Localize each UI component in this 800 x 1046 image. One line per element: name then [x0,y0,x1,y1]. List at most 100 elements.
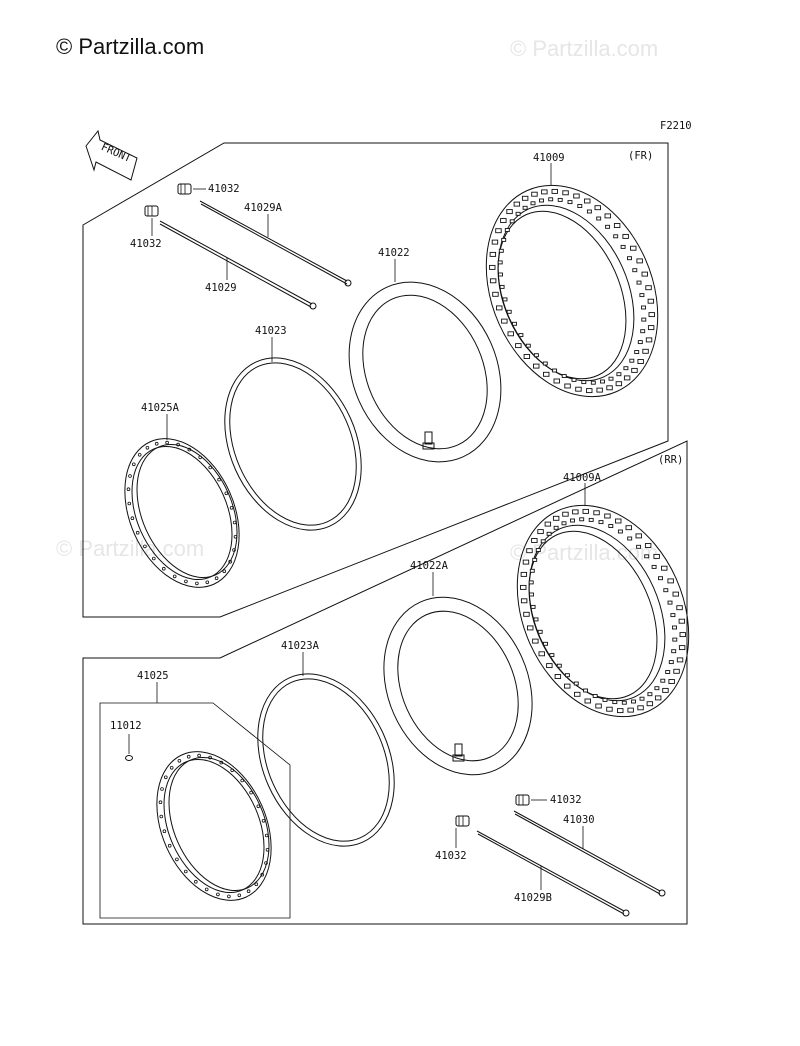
tread-block [584,698,591,704]
tread-block [646,701,654,707]
tread-block [660,678,666,683]
label-41032-c: 41032 [550,794,582,806]
nipple-11012 [125,755,133,761]
spoke-41029a [199,200,352,287]
tread-block [608,524,614,528]
tread-block [554,674,562,679]
tread-block [502,297,508,302]
tread-block [613,234,619,239]
tread-block [504,228,510,232]
rear-section-frame [82,440,688,925]
spoke-hole [167,843,172,848]
tread-block [573,681,579,686]
inner-tube-41022a [383,596,533,776]
tread-block [662,687,669,693]
valve-cap-41032-b [144,205,159,217]
tread-block [556,663,562,668]
spoke-hole [172,574,177,579]
tread-block [561,374,567,378]
tread-block [537,629,543,634]
spoke-hole [249,790,253,795]
spoke-hole [175,857,179,862]
tread-block [557,197,563,202]
tread-block [507,331,514,337]
spoke-hole [219,760,224,765]
tread-block [636,544,642,549]
tread-block [579,517,585,522]
tread-block [528,580,534,585]
spoke-hole [165,440,169,445]
valve-cap-41032-d [455,815,470,827]
spoke-hole [198,455,203,460]
spoke-hole [162,566,166,571]
spoke-hole [135,530,140,535]
copyright-text: © Partzilla.com [56,34,205,59]
tread-block [627,536,633,541]
spoke-hole [177,758,182,763]
tread-block [640,329,646,334]
tread-block [538,651,545,657]
spoke-hole [265,847,270,852]
label-41022: 41022 [378,247,410,259]
label-41032-d: 41032 [435,850,467,862]
tread-block [522,205,528,210]
tread-block [489,251,497,257]
spoke-hole [260,872,265,877]
spoke-hole [256,804,261,809]
label-41025a: 41025A [141,402,180,414]
tread-block [637,340,643,345]
tread-block [629,358,635,363]
spoke-hole [143,544,147,549]
tread-block [522,559,530,565]
tread-block [523,611,530,617]
tread-block [530,201,536,206]
tread-block [613,223,621,228]
watermark-top-right: © Partzilla.com [510,36,659,61]
tread-block [593,510,600,516]
tread-block [636,280,642,285]
tread-block [595,703,602,709]
tread-block [635,533,642,539]
front-arrow-icon: FRONT [85,129,138,181]
tread-block [668,679,675,684]
tread-block [532,638,539,644]
tread-block [498,248,504,253]
spoke-hole [197,753,201,758]
tread-block [586,388,593,394]
spoke-hole [126,487,131,492]
tread-block [562,190,569,196]
tread-block [506,209,513,215]
label-41032-b: 41032 [130,238,162,250]
spoke-hole [216,892,220,897]
tread-block [627,707,634,713]
tread-block [630,245,637,251]
tread-block [552,368,558,373]
spoke-hole [228,559,233,564]
spoke-hole [217,477,221,482]
tread-block [567,200,573,205]
spoke-hole [237,893,242,898]
tread-block [616,372,622,377]
spoke-hole [154,441,159,446]
tread-block [546,531,552,536]
tread-block [574,691,581,697]
tread-block [615,381,623,387]
tread-block [606,385,613,391]
spoke-hole [127,501,132,506]
figure-code: F2210 [660,120,692,132]
tread-block [581,380,587,385]
tread-block [533,617,539,622]
tread-block [588,517,594,522]
tread-block [647,325,655,331]
spoke-hole [254,882,259,886]
tread-block [641,305,646,310]
spoke-hole [169,765,174,770]
tread-block [592,694,598,698]
tread-block [608,376,614,381]
tread-block [562,511,569,517]
label-41029: 41029 [205,282,237,294]
tread-block [512,321,517,326]
label-11012: 11012 [110,720,142,732]
spoke-hole [130,516,135,520]
tread-block [600,379,605,384]
